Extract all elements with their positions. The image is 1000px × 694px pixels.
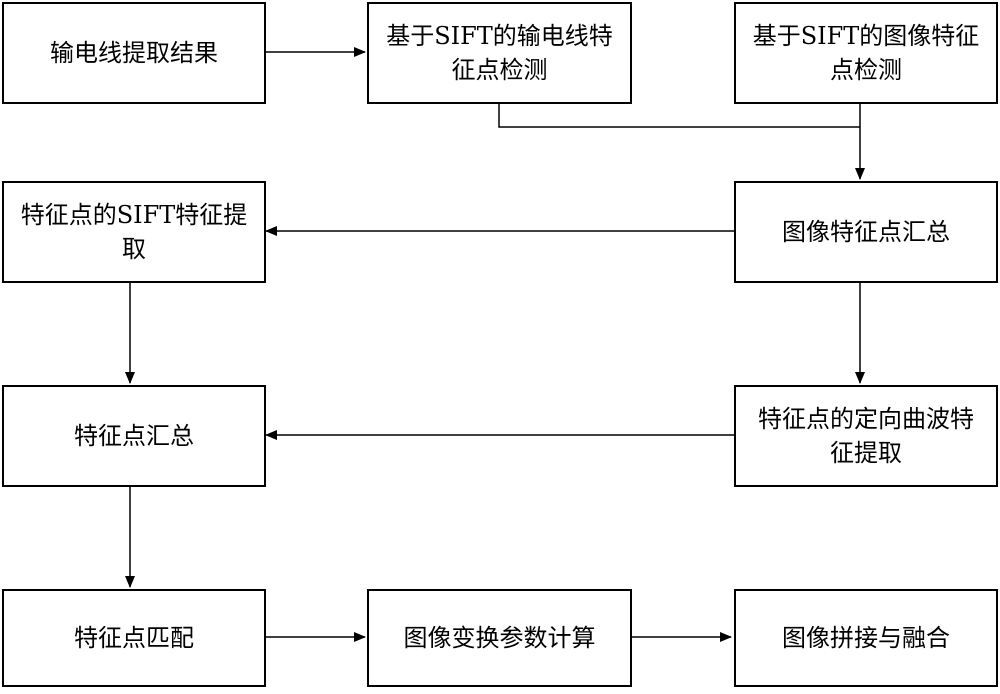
- node-label: 基于SIFT的输电线特征点检测: [386, 22, 613, 84]
- node-label: 特征点的定向曲波特征提取: [758, 405, 974, 467]
- node-powerline-extraction-result: 输电线提取结果: [2, 2, 266, 104]
- node-label: 图像特征点汇总: [782, 218, 950, 246]
- node-sift-powerline-keypoint-detection: 基于SIFT的输电线特征点检测: [367, 2, 632, 104]
- node-label: 图像变换参数计算: [403, 624, 596, 652]
- node-label: 输电线提取结果: [50, 39, 218, 67]
- node-image-keypoint-summary: 图像特征点汇总: [734, 181, 998, 283]
- node-label: 基于SIFT的图像特征点检测: [752, 22, 980, 84]
- node-image-transform-parameter-calculation: 图像变换参数计算: [367, 589, 632, 687]
- node-label: 特征点匹配: [74, 624, 194, 652]
- node-keypoint-sift-feature-extraction: 特征点的SIFT特征提取: [2, 181, 266, 283]
- node-sift-image-keypoint-detection: 基于SIFT的图像特征点检测: [734, 2, 998, 104]
- node-label: 图像拼接与融合: [782, 624, 950, 652]
- node-keypoint-summary: 特征点汇总: [2, 385, 266, 487]
- node-label: 特征点汇总: [74, 422, 194, 450]
- node-keypoint-directional-curvelet-feature-extraction: 特征点的定向曲波特征提取: [734, 385, 998, 487]
- node-label: 特征点的SIFT特征提取: [20, 201, 248, 263]
- edge-n2-n5: [498, 104, 860, 128]
- node-keypoint-matching: 特征点匹配: [2, 589, 266, 687]
- node-image-stitching-and-fusion: 图像拼接与融合: [734, 589, 998, 687]
